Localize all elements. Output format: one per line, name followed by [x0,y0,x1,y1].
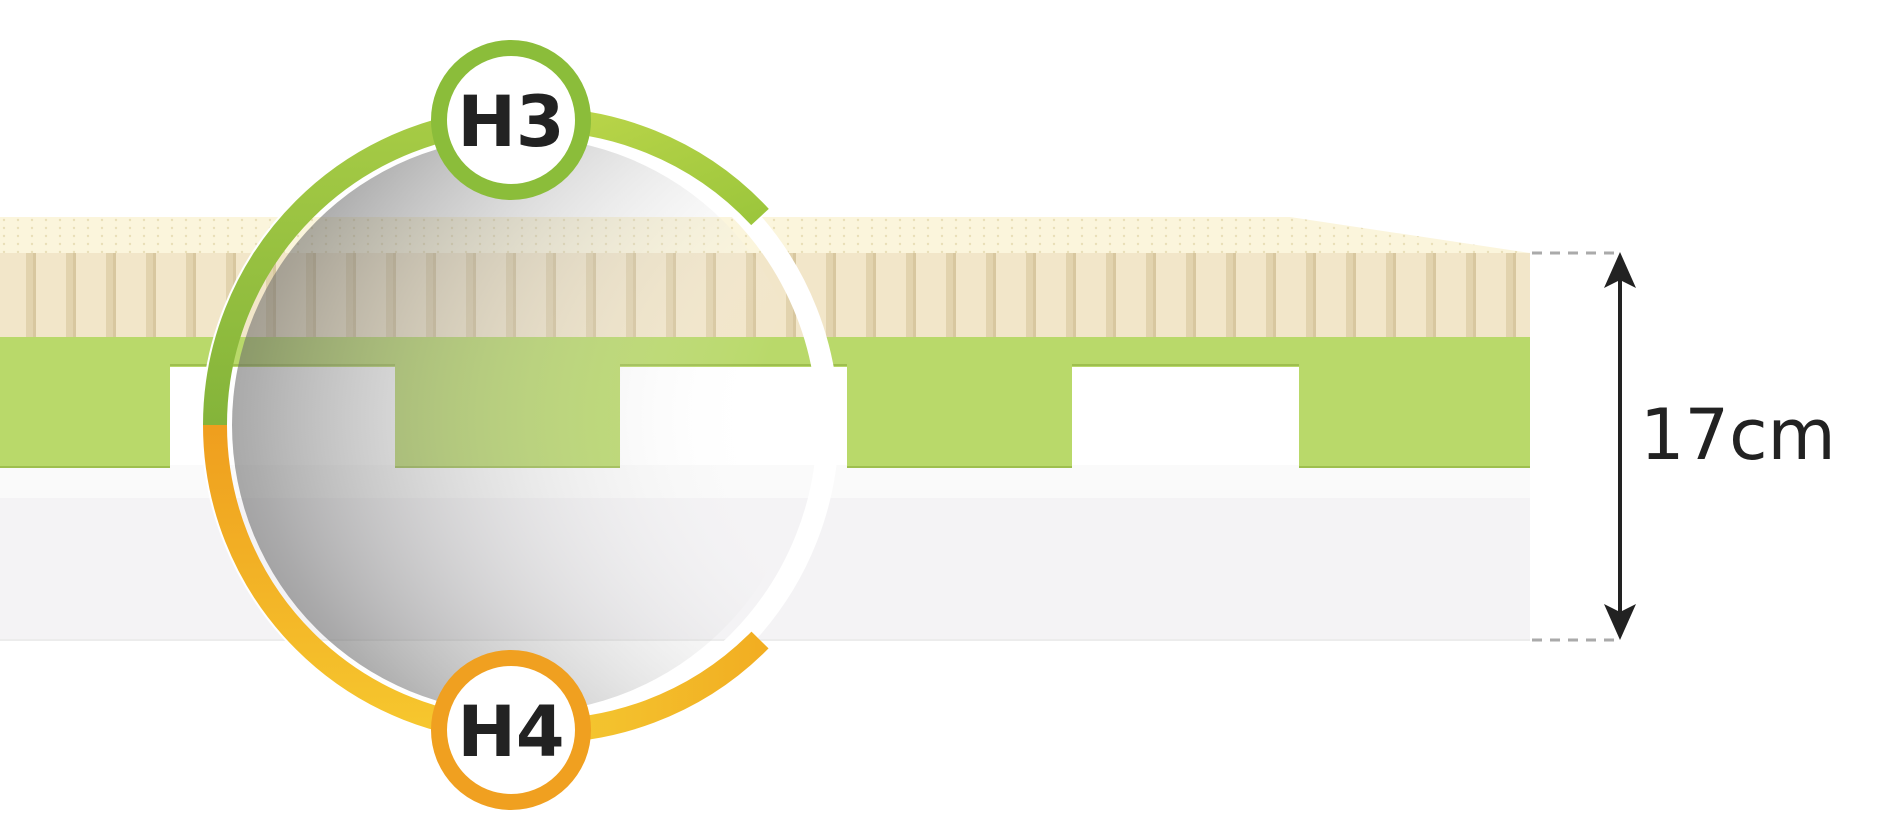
h3-label: H3 [457,81,564,163]
h4-label: H4 [457,691,564,773]
height-dimension: 17cm [1532,251,1836,642]
h4-badge: H4 [431,650,591,810]
height-label: 17cm [1640,394,1836,476]
double-headed-arrow-icon [1604,252,1636,640]
h3-badge: H3 [431,40,591,200]
